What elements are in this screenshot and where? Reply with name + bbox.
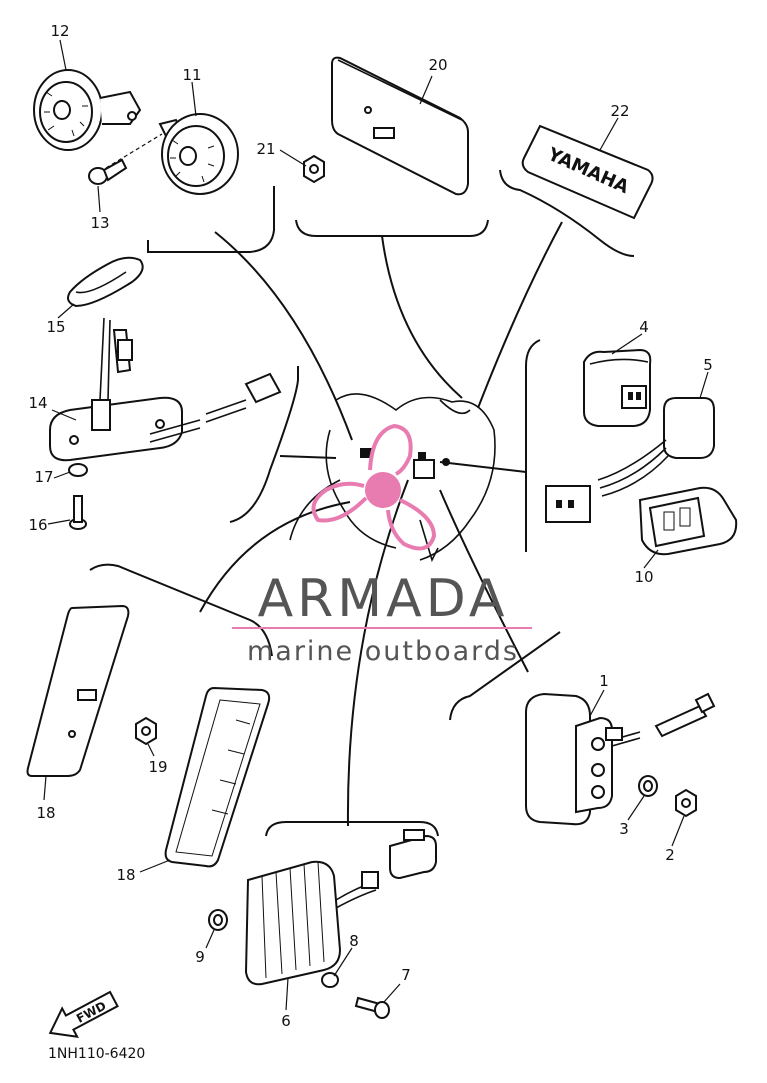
leader-decal-to-frame [477, 221, 563, 409]
bracket-reflectors [89, 563, 273, 657]
callout-1: 1 [599, 672, 609, 690]
part-code: 1NH110-6420 [48, 1046, 145, 1062]
callout-7: 7 [401, 966, 411, 984]
decal-22: YAMAHA [521, 124, 654, 220]
callout-14: 14 [28, 394, 47, 412]
reflector-plate-20 [331, 56, 469, 196]
leader-horns-to-frame [214, 231, 353, 441]
callout-9: 9 [195, 948, 205, 966]
callout-4: 4 [639, 318, 649, 336]
reflector-18-right [164, 686, 271, 868]
washer-8 [321, 972, 339, 988]
callout-20: 20 [428, 56, 447, 74]
bolt-axis-13 [105, 133, 163, 169]
rectifier-regulator-6 [244, 829, 437, 986]
leader-rectifier-to-frame [346, 479, 409, 827]
bracket-horns [147, 186, 275, 253]
bolt-13 [88, 158, 128, 185]
starter-relay-1 [525, 692, 716, 826]
callout-18-left: 18 [36, 804, 55, 822]
callout-15: 15 [46, 318, 65, 336]
leader-starter-to-frame [439, 489, 529, 673]
washer-3 [638, 775, 658, 797]
callouts: 1 2 3 4 5 6 7 8 9 10 11 12 13 14 15 16 1… [28, 22, 712, 1030]
callout-12: 12 [50, 22, 69, 40]
callout-13: 13 [90, 214, 109, 232]
fwd-arrow: FWD [48, 990, 119, 1038]
relay-5 [545, 397, 715, 523]
callout-21: 21 [256, 140, 275, 158]
reflector-18-left [26, 604, 130, 777]
callout-16: 16 [28, 516, 47, 534]
horn-11 [158, 113, 239, 195]
coupler-10 [638, 486, 738, 556]
nut-19 [135, 716, 157, 746]
callout-18-right: 18 [116, 866, 135, 884]
frame-sketch [289, 393, 496, 563]
bolt-7 [354, 996, 390, 1019]
bracket-reflector-plate [295, 219, 489, 237]
screw-16 [69, 495, 87, 530]
bracket-starter-relay [449, 631, 561, 721]
bracket-decal [499, 169, 635, 257]
watermark-subtitle: marine outboards [247, 636, 519, 667]
callout-19: 19 [148, 758, 167, 776]
bracket-fuel-sender [229, 366, 299, 523]
bracket-rectifier [265, 821, 439, 837]
watermark-title: ARMADA [258, 569, 509, 629]
horn-12 [33, 69, 142, 151]
callout-3: 3 [619, 820, 629, 838]
callout-22: 22 [610, 102, 629, 120]
armada-propeller-logo [311, 423, 437, 551]
callout-5: 5 [703, 356, 713, 374]
nut-2 [675, 788, 697, 818]
leader-sender-to-frame [279, 455, 337, 459]
leader-plate-to-frame [381, 235, 463, 399]
nut-21 [303, 154, 325, 184]
gasket-15 [67, 256, 144, 308]
callout-17: 17 [34, 468, 53, 486]
callout-11: 11 [182, 66, 201, 84]
leader-relays-to-frame [439, 461, 527, 473]
leader-reflectors-to-frame [199, 501, 351, 613]
fuel-sender-14 [49, 317, 282, 462]
callout-leaders [43, 39, 709, 1011]
callout-6: 6 [281, 1012, 291, 1030]
bracket-relays [525, 339, 541, 552]
callout-10: 10 [634, 568, 653, 586]
callout-8: 8 [349, 932, 359, 950]
washer-17 [68, 463, 88, 477]
callout-2: 2 [665, 846, 675, 864]
relay-4 [583, 348, 652, 427]
collar-9 [208, 909, 228, 931]
